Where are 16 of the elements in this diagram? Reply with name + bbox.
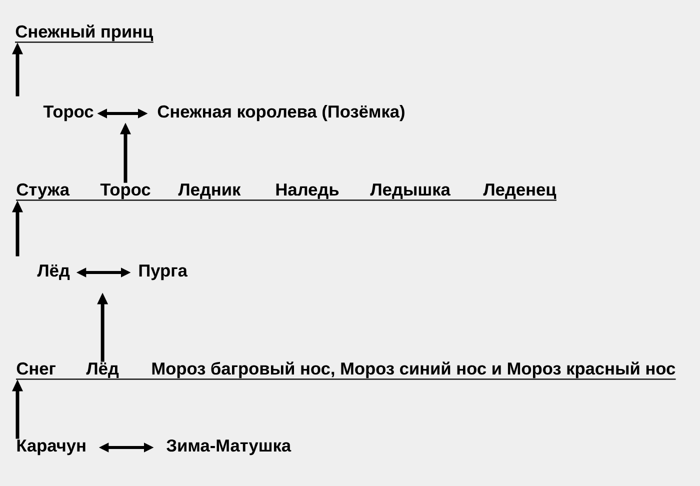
name-label: Стужа	[16, 183, 70, 200]
name-label: Карачун	[17, 440, 86, 456]
name-label: Снег	[16, 362, 56, 375]
name-label: Пурга	[139, 264, 188, 280]
name-label: Ледник	[178, 184, 241, 199]
name-label: Ледышка	[370, 184, 451, 199]
name-label: Леденец	[483, 184, 556, 199]
name-label: Снежная королева (Позёмка)	[158, 104, 404, 122]
name-label: Наледь	[276, 184, 339, 199]
name-label: Торос	[43, 106, 94, 122]
name-label: Лёд	[86, 362, 119, 378]
name-label: Торос	[100, 184, 150, 200]
name-label: Снежный принц	[16, 24, 154, 42]
name-label: Зима-Матушка	[166, 439, 292, 456]
name-label: Лёд	[37, 264, 70, 280]
name-label: Мороз багровый нос, Мороз синий нос и Мороз красный нос	[152, 362, 676, 378]
